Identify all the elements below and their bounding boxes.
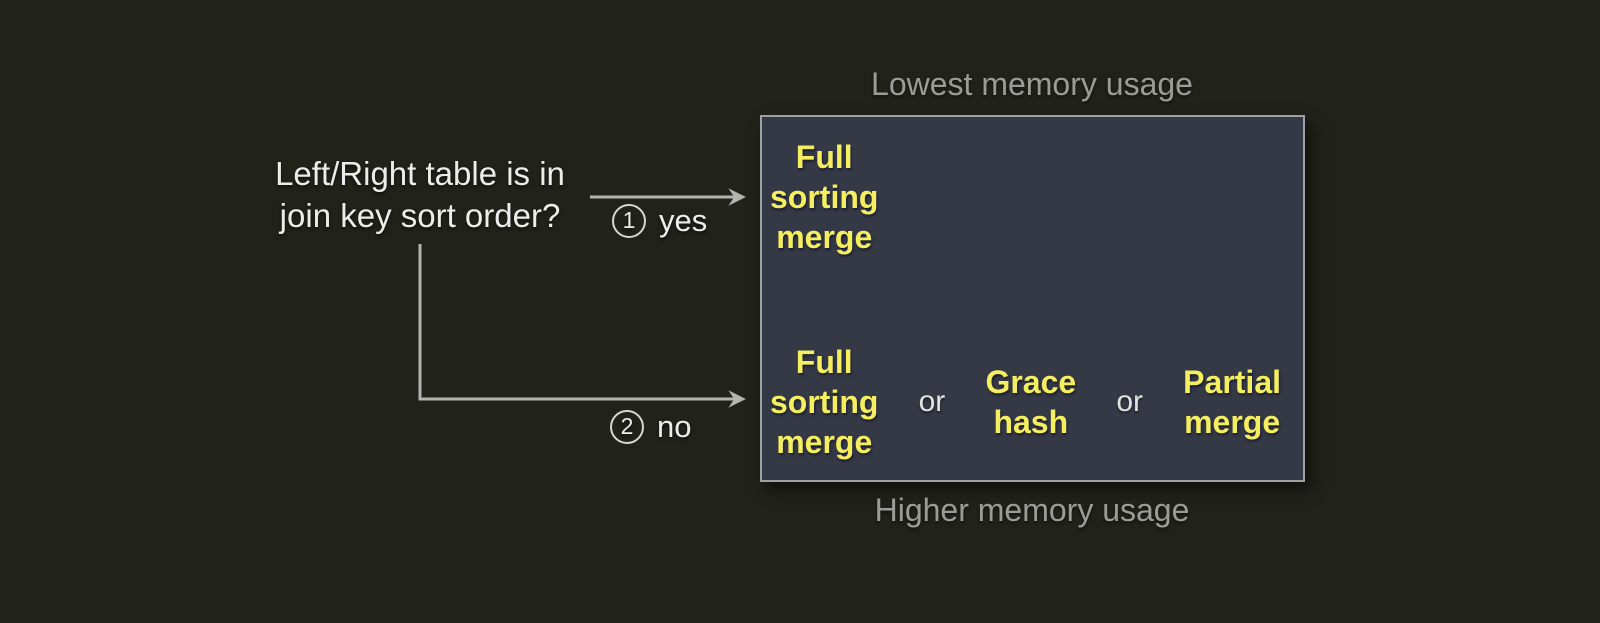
branch-no-label: 2 no [610,409,691,445]
branch-yes-label: 1 yes [612,203,707,239]
circle-2-icon: 2 [610,410,644,444]
no-label-text: no [657,409,692,444]
circle-1-icon: 1 [612,204,646,238]
or-text: or [1116,385,1144,418]
full-sorting-merge-unsorted-label: Full sorting merge [770,344,879,460]
algorithms-box: Full sorting merge Full sorting merge or… [760,115,1305,482]
partial-merge-label: Partial merge [1183,364,1281,440]
memory-usage-bottom-caption: Higher memory usage [874,492,1190,528]
full-sorting-merge-sorted-label: Full sorting merge [770,139,879,255]
or-text: or [918,385,946,418]
grace-hash-label: Grace hash [985,364,1077,440]
question-text: Left/Right table is in join key sort ord… [275,155,565,234]
unsorted-case-row: Full sorting merge or Grace hash or Part… [762,342,1303,462]
no-arrow [418,244,746,408]
sorted-case-row: Full sorting merge [762,137,1303,257]
yes-label-text: yes [659,203,708,238]
memory-usage-top-caption: Lowest memory usage [871,66,1193,102]
